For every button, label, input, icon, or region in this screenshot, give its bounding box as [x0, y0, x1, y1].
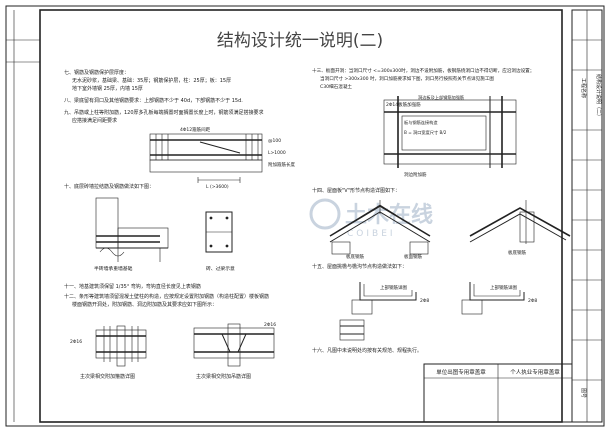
opening-top-label: 2Φ14板筋加强筋 — [386, 101, 421, 108]
note-9-line2: 应搭接满足间距要求 — [72, 117, 117, 124]
eave-label-1: 2Φ8 — [420, 298, 429, 304]
bottom-dim-1: 2Φ16 — [70, 339, 82, 345]
lintel-detail: 砖、过梁示意 — [205, 211, 235, 272]
note-7-line2: 无水泥砂浆，基础梁、基础：35厚；钢筋保护层，柱：25厚；板：15厚 — [72, 77, 231, 84]
eave-caption-1: 上部钢筋详图 — [380, 284, 407, 291]
note-9-line1: 九、吊筋或上柱等附加筋，120厚多孔板每端搁置时面搁置长度上时，钢筋须满足搭接要… — [64, 109, 264, 116]
note-14: 十四、屋面板"V"形节点构造详图如下： — [312, 187, 400, 194]
beam-dim-note: 附加箍筋长度 — [268, 161, 295, 168]
page-title: 结构设计统一说明(二) — [217, 31, 383, 51]
outer-frame — [5, 5, 605, 427]
bottom-dim-2: 2Φ16 — [264, 322, 276, 328]
note-8: 八、梁底留有洞口及其他钢筋要求：上部钢筋不少于 40d，下部钢筋不少于 15d. — [64, 97, 243, 104]
note-15: 十五、屋面挑檐与檐沟节点构造做法如下： — [312, 263, 407, 270]
side-drawing-title: 结构设计说明（二） — [595, 74, 602, 119]
note-13-line1: 十三、板面开洞：当洞口尺寸 <=300x300时，洞边不设附加筋，板钢筋绕洞口边… — [312, 67, 534, 74]
lintel-caption: 砖、过梁示意 — [206, 265, 235, 272]
beam-span-label: L (>3600) — [206, 184, 229, 190]
beam-dim-spacing: @100 — [268, 138, 281, 144]
note-7-line1: 七、钢筋及钢筋保护层厚度： — [64, 69, 129, 76]
side-project-name: 工程名称 — [580, 78, 587, 98]
roof-v-node-detail-1: 板底钢筋 板面钢筋 — [329, 200, 431, 260]
watermark-cn: 土木在线 — [345, 202, 433, 228]
note-12-line1: 十二、条形等建筑墙须留混凝土壁柱的构造，应按规定设置附加钢筋（构造柱配置）楼板钢… — [64, 293, 269, 300]
roof-label-1: 板底钢筋 — [346, 253, 364, 260]
lower-right-section — [339, 319, 365, 341]
personal-stamp-label: 个人执业专用章盖章 — [510, 368, 560, 376]
eave-caption-2: 上部钢筋详图 — [490, 284, 517, 291]
bottom-caption-2: 主次梁相交附加吊筋详图 — [196, 373, 251, 380]
note-16: 十六、凡图中未说明处均按有关规范、规程执行。 — [312, 347, 422, 354]
watermark-en: COIBEI — [347, 229, 396, 239]
wall-tie-detail: 半砖墙承重墙基础 — [94, 197, 169, 272]
opening-note-3: B = 洞口宽度尺寸 B/2 — [404, 129, 447, 136]
main-secondary-beam-hanger-detail: 2Φ16 主次梁相交附加吊筋详图 — [193, 322, 276, 380]
note-7-line3: 地下室外墙钢 25厚，内墙 15厚 — [72, 85, 143, 92]
unit-stamp-label: 单位出图专用章盖章 — [436, 368, 486, 376]
opening-note-1: 洞边板及上部钢筋加强筋 — [418, 94, 464, 101]
side-drawing-number: 图号 — [580, 388, 586, 398]
eave-gutter-detail-2: 上部钢筋详图 2Φ8 — [461, 282, 537, 315]
opening-side-label: 洞边附加筋 — [404, 171, 427, 178]
eave-gutter-detail-1: 上部钢筋详图 2Φ8 — [351, 282, 429, 315]
roof-label-2: 板面钢筋 — [404, 253, 422, 260]
note-13-line3: C30细石混凝土 — [320, 83, 352, 90]
wall-caption: 半砖墙承重墙基础 — [94, 265, 133, 272]
bottom-caption-1: 主次梁相交附加箍筋详图 — [80, 373, 135, 380]
beam-dim-top: 4Φ12箍筋间距 — [180, 126, 211, 133]
note-10: 十、底层砖墙拉结筋及钢筋做法如下图： — [64, 183, 154, 190]
roof-label-3: 板底钢筋 — [508, 249, 526, 256]
note-12-line2: 楼面钢筋开洞处，附加钢筋、洞边附加筋及其要求应如下图所示： — [72, 301, 217, 308]
inner-frame — [39, 9, 563, 423]
slab-opening-detail: 2Φ14板筋加强筋 洞边板及上部钢筋加强筋 板与钢筋连接构造 B = 洞口宽度尺… — [383, 94, 517, 178]
main-secondary-beam-stirrup-detail: 2Φ16 主次梁相交附加箍筋详图 — [70, 325, 147, 380]
opening-note-2: 板与钢筋连接构造 — [404, 119, 438, 126]
beam-dim-length: L>1000 — [268, 150, 286, 156]
note-11: 十一、地基建筑须保留 1/35° 弯钩，弯钩直径长度见上表钢筋 — [64, 283, 201, 290]
beam-stirrup-detail: 4Φ12箍筋间距 @100 L>1000 附加箍筋长度 L (>3600) — [149, 126, 295, 190]
eave-label-2: 2Φ8 — [528, 298, 537, 304]
note-13-line2: 当洞口尺寸 >300x300 时，洞口加筋要求如下图，洞口另行按照有关节点详见施… — [320, 75, 494, 82]
roof-v-node-detail-2: 板底钢筋 — [469, 200, 571, 256]
